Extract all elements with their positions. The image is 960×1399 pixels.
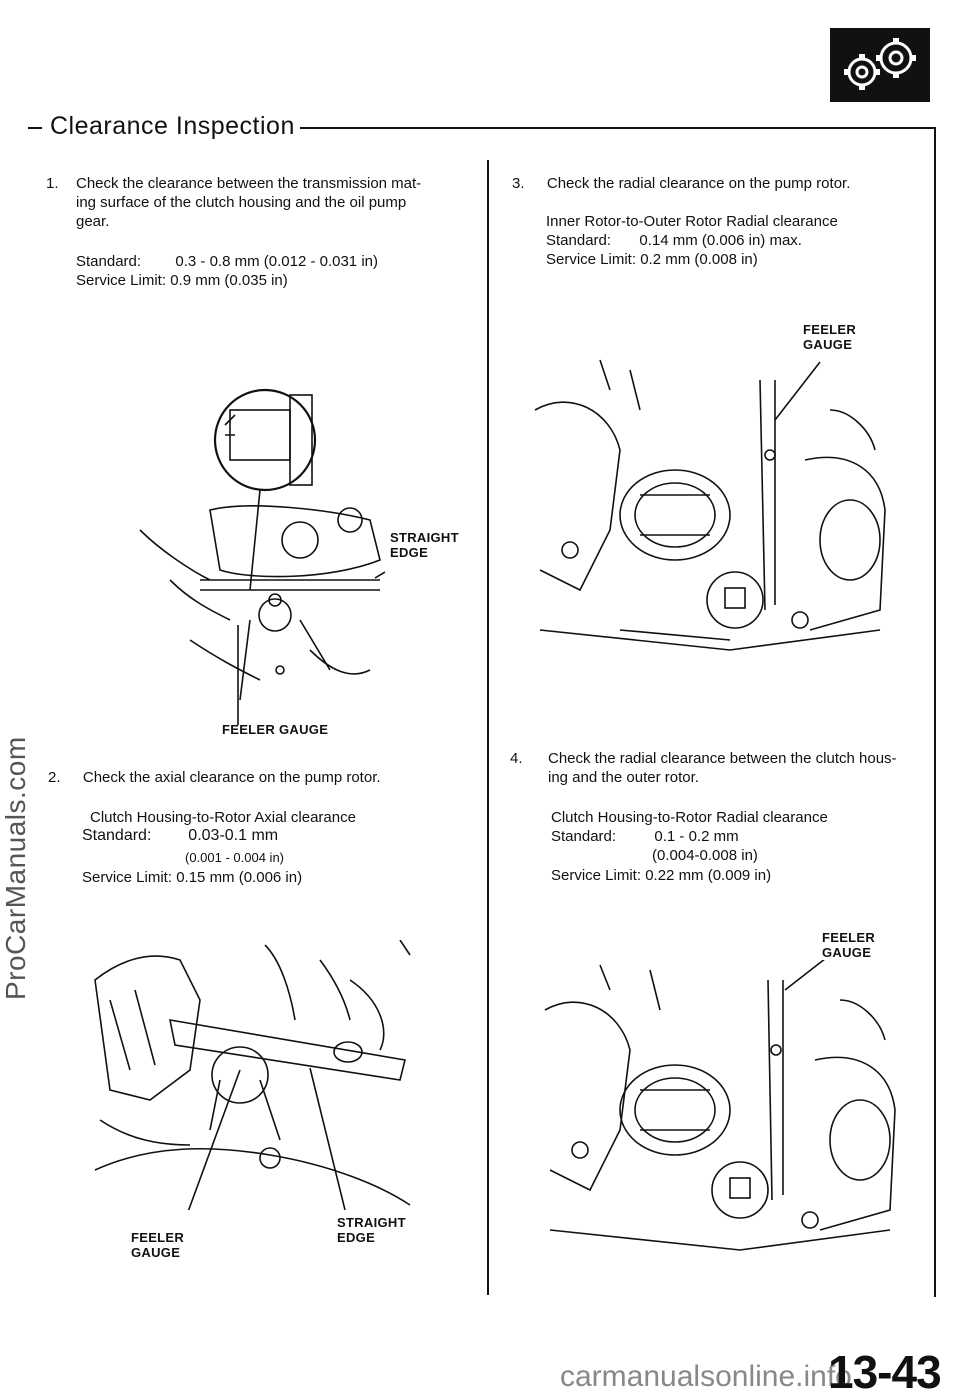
spec-value: 0.2 mm (0.008 in) xyxy=(640,251,758,268)
step-1: 1. Check the clearance between the trans… xyxy=(46,174,466,231)
spec-label: Standard: xyxy=(82,827,152,844)
step-text: ing and the outer rotor. xyxy=(548,769,699,786)
callout-text: FEELER xyxy=(803,322,857,337)
callout-feeler-gauge: FEELER GAUGE xyxy=(222,722,329,737)
spec-subtitle: Clutch Housing-to-Rotor Radial clearance xyxy=(551,809,828,826)
spec-label: Service Limit: xyxy=(546,251,637,268)
step-number: 4. xyxy=(510,750,523,767)
step-number: 3. xyxy=(512,175,525,192)
spec-value-inch: (0.004-0.008 in) xyxy=(652,847,758,864)
spec-standard: Standard: 0.14 mm (0.006 in) max. xyxy=(546,231,802,250)
step-text: gear. xyxy=(76,213,110,230)
spec-value: 0.14 mm (0.006 in) max. xyxy=(639,232,802,249)
spec-service-limit: Service Limit: 0.9 mm (0.035 in) xyxy=(76,271,288,290)
step-number: 1. xyxy=(46,175,59,192)
spec-value: 0.1 - 0.2 mm xyxy=(654,828,739,845)
callout-text: STRAIGHT xyxy=(337,1215,406,1230)
spec-value: 0.15 mm (0.006 in) xyxy=(176,869,303,886)
figure-clutch-housing-straight-edge xyxy=(139,388,386,725)
callout-text: FEELER xyxy=(822,930,876,945)
spec-standard: Standard: 0.3 - 0.8 mm (0.012 - 0.031 in… xyxy=(76,252,378,271)
spec-standard: Standard: 0.1 - 0.2 mm xyxy=(551,827,739,846)
callout-text: GAUGE xyxy=(822,945,872,960)
figure-axial-clearance xyxy=(94,940,411,1210)
spec-standard: Standard: 0.03-0.1 mm xyxy=(82,826,278,845)
spec-value: 0.03-0.1 mm xyxy=(188,827,279,844)
step-4: 4. Check the radial clearance between th… xyxy=(510,749,930,787)
spec-label: Service Limit: xyxy=(82,869,173,886)
callout-feeler-gauge: FEELER GAUGE xyxy=(822,930,875,960)
spec-label: Standard: xyxy=(76,253,142,270)
spec-service-limit: Service Limit: 0.22 mm (0.009 in) xyxy=(551,866,771,885)
gear-icon xyxy=(830,28,930,102)
callout-text: EDGE xyxy=(337,1230,376,1245)
frame-line xyxy=(934,127,936,1297)
callout-straight-edge: STRAIGHT EDGE xyxy=(390,530,459,560)
callout-text: GAUGE xyxy=(803,337,853,352)
spec-service-limit: Service Limit: 0.2 mm (0.008 in) xyxy=(546,250,758,269)
figure-housing-outer-rotor xyxy=(544,960,896,1251)
spec-value: 0.3 - 0.8 mm (0.012 - 0.031 in) xyxy=(175,253,378,270)
callout-text: EDGE xyxy=(390,545,429,560)
callout-feeler-gauge: FEELER GAUGE xyxy=(803,322,856,352)
spec-subtitle: Inner Rotor-to-Outer Rotor Radial cleara… xyxy=(546,213,838,230)
step-text: Check the radial clearance between the c… xyxy=(548,750,897,767)
spec-value: 0.22 mm (0.009 in) xyxy=(645,867,772,884)
callout-straight-edge: STRAIGHT EDGE xyxy=(337,1215,406,1245)
spec-service-limit: Service Limit: 0.15 mm (0.006 in) xyxy=(82,868,302,887)
column-divider xyxy=(487,160,489,1295)
step-2: 2. Check the axial clearance on the pump… xyxy=(48,768,381,787)
spec-label: Standard: xyxy=(551,828,617,845)
step-text: ing surface of the clutch housing and th… xyxy=(76,194,407,211)
step-text: Check the axial clearance on the pump ro… xyxy=(82,769,381,786)
spec-value: 0.9 mm (0.035 in) xyxy=(170,272,288,289)
spec-subtitle: Clutch Housing-to-Rotor Axial clearance xyxy=(90,809,356,826)
step-text: Check the radial clearance on the pump r… xyxy=(546,175,851,192)
callout-text: FEELER xyxy=(131,1230,185,1245)
spec-label: Service Limit: xyxy=(551,867,642,884)
frame-line xyxy=(28,127,42,129)
spec-value-inch: (0.001 - 0.004 in) xyxy=(185,850,285,865)
callout-text: GAUGE xyxy=(131,1245,181,1260)
frame-line xyxy=(300,127,936,129)
watermark: ProCarManuals.com xyxy=(0,736,31,1000)
callout-feeler-gauge: FEELER GAUGE xyxy=(131,1230,184,1260)
callout-text: STRAIGHT xyxy=(390,530,459,545)
spec-label: Standard: xyxy=(546,232,612,249)
figure-inner-outer-rotor xyxy=(534,359,886,651)
step-number: 2. xyxy=(48,769,61,786)
footer-url[interactable]: carmanualsonline.info xyxy=(560,1360,852,1393)
spec-label: Service Limit: xyxy=(76,272,167,289)
step-text: Check the clearance between the transmis… xyxy=(76,175,422,192)
page-number: 13-43 xyxy=(828,1346,942,1398)
step-3: 3. Check the radial clearance on the pum… xyxy=(512,174,850,193)
section-title: Clearance Inspection xyxy=(50,112,295,140)
